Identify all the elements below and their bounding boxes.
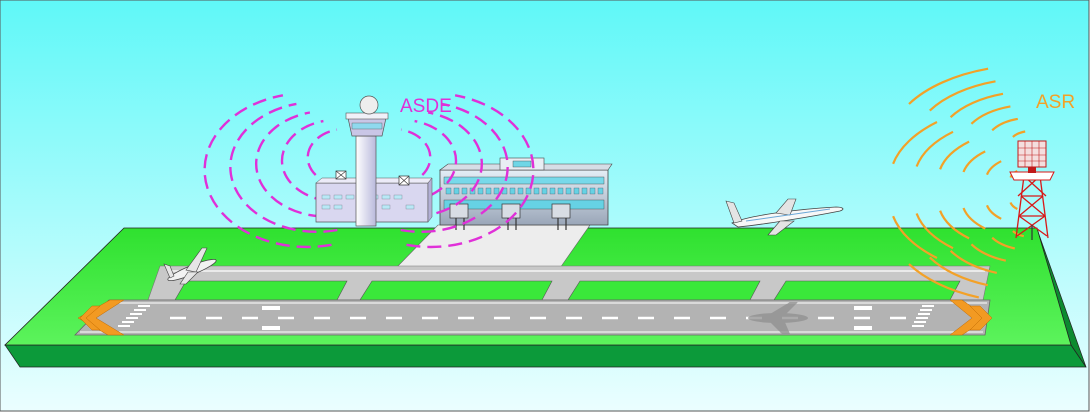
asde-label: ASDE: [400, 96, 452, 117]
asde-antenna-left: [336, 171, 346, 179]
grass-island-3: [568, 281, 760, 300]
taxiway-system: [148, 266, 990, 300]
terminal-building: [440, 158, 612, 230]
grass-island-2: [360, 281, 552, 300]
asr-label: ASR: [1036, 92, 1075, 113]
grass-island-1: [175, 281, 347, 300]
asde-antenna-right: [399, 176, 409, 185]
tower-radome: [360, 96, 378, 114]
runway: [75, 300, 992, 335]
grass-island-4: [774, 281, 960, 300]
